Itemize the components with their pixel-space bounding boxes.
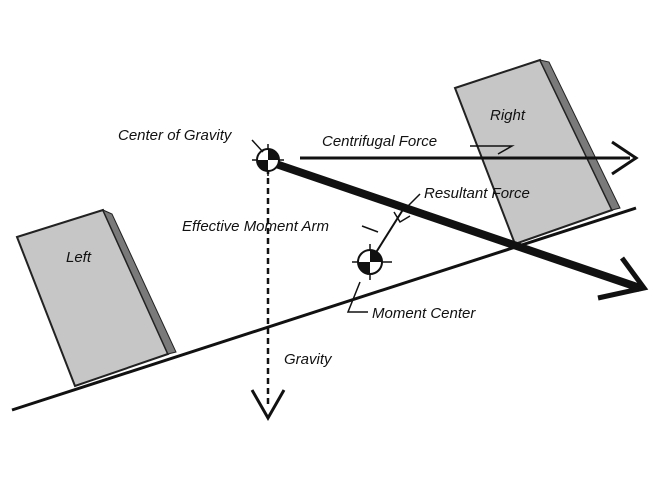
centrifugal-arrowhead-icon [611,140,639,176]
centrifugal-force-label: Centrifugal Force [322,133,437,150]
left-tire-label: Left [66,249,92,266]
effective-moment-arm-label: Effective Moment Arm [182,218,329,235]
gravity-label: Gravity [284,351,333,368]
moment-center-icon [352,244,392,280]
resultant-arrowhead-icon [597,256,649,301]
right-tire-label: Right [490,107,526,124]
right-tire: Right [453,58,621,246]
ground-line [11,206,637,412]
leader-resultant [407,193,421,207]
moment-center-label: Moment Center [372,305,476,322]
gravity-arrowhead-icon [250,389,286,422]
right-angle-mark [393,211,411,224]
left-tire: Left [15,208,177,388]
leader-centrifugal [470,145,515,155]
leader-moment-center [346,281,368,313]
center-of-gravity-icon [252,144,284,176]
center-of-gravity-label: Center of Gravity [118,127,233,144]
resultant-force-arrow [274,160,642,292]
resultant-force-label: Resultant Force [424,185,530,202]
leader-moment-arm [361,225,379,233]
leader-cg [251,139,264,153]
